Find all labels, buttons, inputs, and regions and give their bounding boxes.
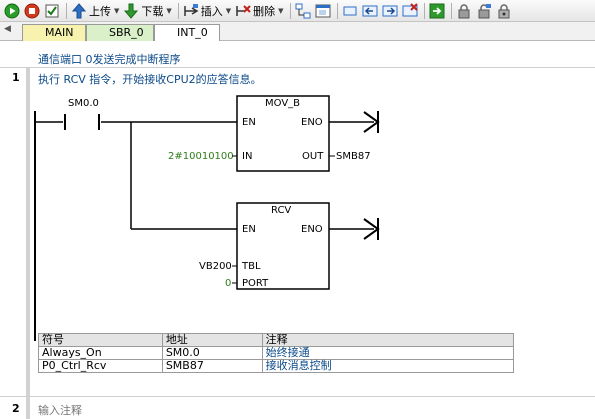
mov-b-eno: ENO <box>301 117 323 128</box>
ladder-editor[interactable]: 通信端口 0发送完成中断程序 1 执行 RCV 指令，开始接收CPU2的应答信息… <box>0 41 595 419</box>
tab-scroll-left-icon[interactable]: ◀ <box>4 24 11 34</box>
insert-label: 插入 <box>200 4 223 18</box>
download-label: 下载 <box>141 4 164 18</box>
compile-button[interactable] <box>43 2 61 20</box>
goto-button[interactable] <box>428 2 446 20</box>
table-row[interactable]: P0_Ctrl_Rcv SMB87 接收消息控制 <box>38 359 515 373</box>
symbol-table-header: 符号 地址 注释 <box>38 333 515 347</box>
contact-sm0-0[interactable] <box>35 114 237 130</box>
program-comment[interactable]: 通信端口 0发送完成中断程序 <box>38 53 181 66</box>
header-symbol: 符号 <box>38 333 163 347</box>
ladder-diagram: SM0.0 MOV_B EN ENO IN 2#10010100 OUT SMB… <box>34 95 380 341</box>
download-dropdown-icon[interactable]: ▼ <box>166 6 172 15</box>
header-address: 地址 <box>161 333 263 347</box>
pou-view-button[interactable] <box>314 2 332 20</box>
network-2-comment-placeholder[interactable]: 输入注释 <box>38 404 82 417</box>
network-2-gutter <box>26 397 30 419</box>
arrow-up-icon <box>71 2 87 18</box>
arrow-down-icon <box>124 3 139 19</box>
upload-label: 上传 <box>89 4 111 18</box>
upload-dropdown-icon[interactable]: ▼ <box>114 6 120 15</box>
clear-icon <box>402 2 418 16</box>
protect-lock-icon <box>498 3 510 18</box>
toolbar: 上传 ▼ 下载 ▼ 插入 ▼ 删除 ▼ <box>0 0 595 22</box>
stop-icon <box>24 3 40 18</box>
row-address: SM0.0 <box>161 346 263 360</box>
network-view-button[interactable] <box>294 2 312 20</box>
mov-b-title: MOV_B <box>265 98 300 109</box>
box-icon <box>343 6 357 15</box>
back-button[interactable] <box>361 2 379 20</box>
forward-button[interactable] <box>381 2 399 20</box>
row-comment: 接收消息控制 <box>261 359 515 373</box>
rcv-eno: ENO <box>301 224 323 235</box>
run-button[interactable] <box>3 2 21 20</box>
network-2-number: 2 <box>12 402 20 415</box>
mov-b-out-label: OUT <box>302 151 324 162</box>
mov-b-in-value[interactable]: 2#10010100 <box>168 151 234 162</box>
header-comment: 注释 <box>261 333 515 347</box>
rcv-en: EN <box>242 224 256 235</box>
run-icon <box>4 3 20 18</box>
mov-b-out-value[interactable]: SMB87 <box>336 151 371 162</box>
row-symbol: Always_On <box>38 346 163 360</box>
mov-b-eno-arrow-icon <box>363 111 380 133</box>
contact-address: SM0.0 <box>68 98 99 109</box>
insert-icon <box>184 3 199 16</box>
mov-b-in-label: IN <box>242 151 252 162</box>
delete-label: 删除 <box>253 4 276 18</box>
rcv-title: RCV <box>271 205 291 216</box>
window-icon <box>315 4 331 17</box>
tab-sbr-0[interactable]: SBR_0 <box>86 24 154 41</box>
network-1-comment[interactable]: 执行 RCV 指令，开始接收CPU2的应答信息。 <box>38 73 262 86</box>
insert-button[interactable]: 插入 ▼ <box>182 2 232 20</box>
row-symbol: P0_Ctrl_Rcv <box>38 359 163 373</box>
row-comment: 始终接通 <box>261 346 515 360</box>
pou-tab-bar: ◀ MAIN SBR_0 INT_0 <box>0 22 595 42</box>
tab-main[interactable]: MAIN <box>22 24 86 41</box>
table-row[interactable]: Always_On SM0.0 始终接通 <box>38 346 515 360</box>
clear-button[interactable] <box>401 2 419 20</box>
arrow-right-icon <box>382 5 398 16</box>
rcv-tbl-value[interactable]: VB200 <box>199 261 232 272</box>
delete-dropdown-icon[interactable]: ▼ <box>278 6 284 15</box>
delete-button[interactable]: 删除 ▼ <box>234 2 284 20</box>
rcv-port-value[interactable]: 0 <box>225 278 231 289</box>
rcv-tbl-label: TBL <box>241 261 261 272</box>
stop-button[interactable] <box>23 2 41 20</box>
rcv-port-label: PORT <box>242 278 269 289</box>
row-address: SMB87 <box>161 359 263 373</box>
compile-icon <box>45 4 59 17</box>
protect-button[interactable] <box>495 2 513 20</box>
mov-b-en: EN <box>242 117 256 128</box>
network-1-gutter <box>26 68 30 396</box>
box-button[interactable] <box>341 2 359 20</box>
download-button[interactable]: 下载 ▼ <box>122 2 172 20</box>
rcv-eno-arrow-icon <box>363 218 380 240</box>
mov-b-box[interactable] <box>236 95 330 172</box>
lock-icon <box>458 3 470 18</box>
insert-dropdown-icon[interactable]: ▼ <box>225 6 232 15</box>
unlock-icon <box>478 3 491 18</box>
symbol-table: 符号 地址 注释 Always_On SM0.0 始终接通 P0_Ctrl_Rc… <box>38 333 515 373</box>
lock-button[interactable] <box>455 2 473 20</box>
arrow-left-icon <box>362 5 378 16</box>
upload-button[interactable]: 上传 ▼ <box>70 2 120 20</box>
network-icon <box>295 3 311 18</box>
rcv-box[interactable] <box>236 202 330 290</box>
unlock-button[interactable] <box>475 2 493 20</box>
goto-icon <box>429 3 445 18</box>
network-1-number: 1 <box>12 71 20 84</box>
delete-icon <box>236 4 251 16</box>
tab-int-0[interactable]: INT_0 <box>154 24 220 42</box>
